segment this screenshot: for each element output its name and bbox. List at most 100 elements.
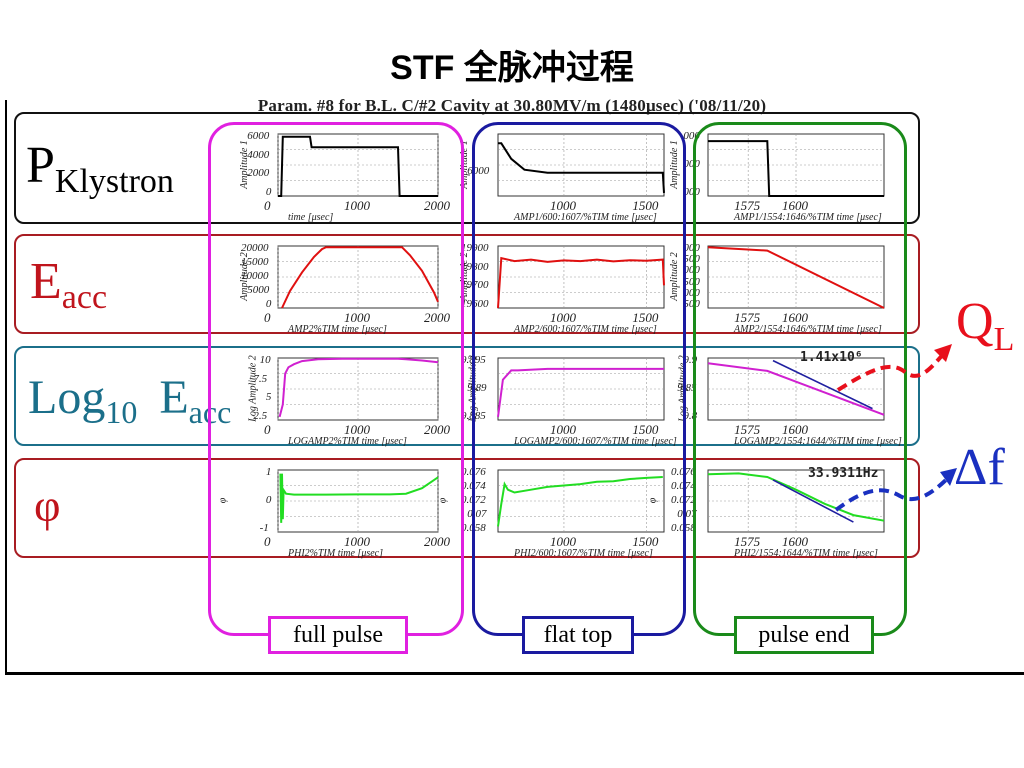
- col-box-full: [208, 122, 464, 636]
- plot-svg-phi-flat: [497, 469, 665, 533]
- x-tick-label: 0: [264, 198, 271, 213]
- x-tick-label: 1600: [782, 310, 808, 325]
- series-line-log-flat-0: [497, 367, 664, 418]
- col-label-flat: flat top: [522, 616, 634, 654]
- x-tick-label: 1600: [782, 422, 808, 437]
- x-axis-label: AMP1/600:1607/%TIM time [μsec]: [514, 212, 657, 223]
- series-line-log-end-0: [707, 362, 885, 416]
- row-box-log: [14, 346, 920, 446]
- plot-svg-pk-end: [707, 133, 885, 197]
- x-axis-label: LOGAMP2/600:1607/%TIM time [μsec]: [514, 436, 677, 447]
- series-line-phi-flat-0: [497, 476, 663, 527]
- series-line-eacc-flat-0: [497, 256, 665, 309]
- x-tick-label: 1575: [734, 198, 761, 213]
- x-tick-label: 2000: [424, 534, 450, 549]
- figure-caption: Param. #8 for B.L. C/#2 Cavity at 30.80M…: [257, 96, 767, 115]
- ql-readout: 1.41x10⁶: [800, 350, 863, 365]
- figure-frame-bottom: [5, 672, 1024, 675]
- y-tick-label: 15000: [241, 256, 269, 268]
- x-axis-label: AMP2/600:1607/%TIM time [μsec]: [514, 324, 657, 335]
- row-label-log-main: Log: [28, 371, 106, 424]
- x-tick-label: 0: [264, 310, 271, 325]
- x-tick-label: 0: [264, 422, 271, 437]
- x-tick-label: 1000: [549, 310, 576, 325]
- row-label-phi-main: φ: [34, 480, 61, 531]
- row-label-log: Log10 Eacc: [28, 368, 231, 442]
- y-tick-label: 10: [259, 354, 271, 366]
- x-axis-label: LOGAMP2/1554:1644/%TIM time [μsec]: [734, 436, 902, 447]
- series-line-pk-flat-0: [498, 142, 665, 193]
- series-line-eacc-end-0: [707, 246, 885, 309]
- y-tick-label: 2.5: [253, 410, 268, 422]
- plot-frame: [497, 245, 665, 309]
- col-label-end: pulse end: [734, 616, 874, 654]
- y-tick-label: 4000: [247, 148, 270, 161]
- y-tick-label: 5: [265, 391, 272, 404]
- x-axis-label: PHI2/600:1607/%TIM time [μsec]: [514, 548, 653, 559]
- x-tick-label: 0: [264, 534, 271, 549]
- series-line-pk-end-0: [708, 140, 884, 197]
- x-axis-label: AMP1/1554:1646/%TIM time [μsec]: [734, 212, 882, 223]
- x-axis-label: LOGAMP2%TIM time [μsec]: [288, 436, 407, 447]
- x-tick-label: 1000: [344, 422, 370, 437]
- series-line-phi-full-0: [279, 473, 439, 523]
- x-tick-label: 1000: [549, 534, 576, 549]
- plot-svg-eacc-end: [707, 245, 885, 309]
- y-tick-label: 2000: [247, 167, 270, 180]
- plot-svg-eacc-flat: [497, 245, 665, 309]
- x-axis-label: PHI2/1554:1644/%TIM time [μsec]: [734, 548, 878, 559]
- y-tick-label: -1: [259, 522, 269, 534]
- x-axis-label: AMP2/1554:1646/%TIM time [μsec]: [734, 324, 882, 335]
- x-axis-label: PHI2%TIM time [μsec]: [288, 548, 383, 559]
- row-box-eacc: [14, 234, 920, 334]
- series-line-log-end-1: [772, 359, 873, 410]
- x-axis-label: AMP2%TIM time [μsec]: [288, 324, 387, 335]
- x-tick-label: 1575: [734, 422, 761, 437]
- x-tick-label: 1500: [632, 422, 659, 437]
- x-tick-label: 1000: [344, 534, 370, 549]
- ql-label-sub: L: [993, 321, 1015, 358]
- x-tick-label: 1000: [344, 198, 370, 213]
- row-label-eacc: Eacc: [30, 252, 107, 328]
- ql-label: QL: [956, 292, 1014, 359]
- y-tick-label: 10000: [241, 270, 269, 282]
- y-tick-label: 20000: [241, 242, 269, 254]
- x-tick-label: 1575: [734, 310, 761, 325]
- x-tick-label: 2000: [424, 310, 450, 325]
- x-tick-label: 1000: [344, 310, 370, 325]
- row-label-eacc-sub: acc: [61, 279, 108, 316]
- row-label-phi: φ: [34, 476, 61, 536]
- x-tick-label: 1575: [734, 534, 761, 549]
- x-tick-label: 1500: [632, 198, 659, 213]
- df-readout: 33.9311Hz: [808, 466, 879, 481]
- plot-svg-pk-full: [277, 133, 439, 197]
- x-tick-label: 2000: [424, 198, 450, 213]
- row-label-log-tail: E: [159, 371, 189, 424]
- y-tick-label: 5000: [247, 284, 270, 296]
- figure-frame-left: [5, 100, 7, 675]
- y-tick-label: 9.85: [677, 382, 697, 394]
- plot-frame: [497, 133, 665, 197]
- series-line-log-full-0: [278, 357, 439, 418]
- plot-svg-eacc-full: [277, 245, 439, 309]
- row-label-pklystron: PKlystron: [26, 136, 174, 212]
- x-tick-label: 1600: [782, 198, 808, 213]
- row-label-pklystron-sub: Klystron: [54, 163, 174, 200]
- x-tick-label: 1500: [632, 534, 659, 549]
- y-tick-label: 0: [265, 494, 272, 506]
- ql-arrowhead: [934, 344, 952, 362]
- x-tick-label: 1000: [549, 198, 576, 213]
- y-tick-label: 0: [265, 298, 272, 310]
- row-box-pklystron: [14, 112, 920, 224]
- y-tick-label: 0.07: [677, 508, 697, 520]
- y-tick-label: 7.5: [253, 372, 268, 385]
- ql-label-main: Q: [956, 293, 994, 350]
- col-box-end: [693, 122, 907, 636]
